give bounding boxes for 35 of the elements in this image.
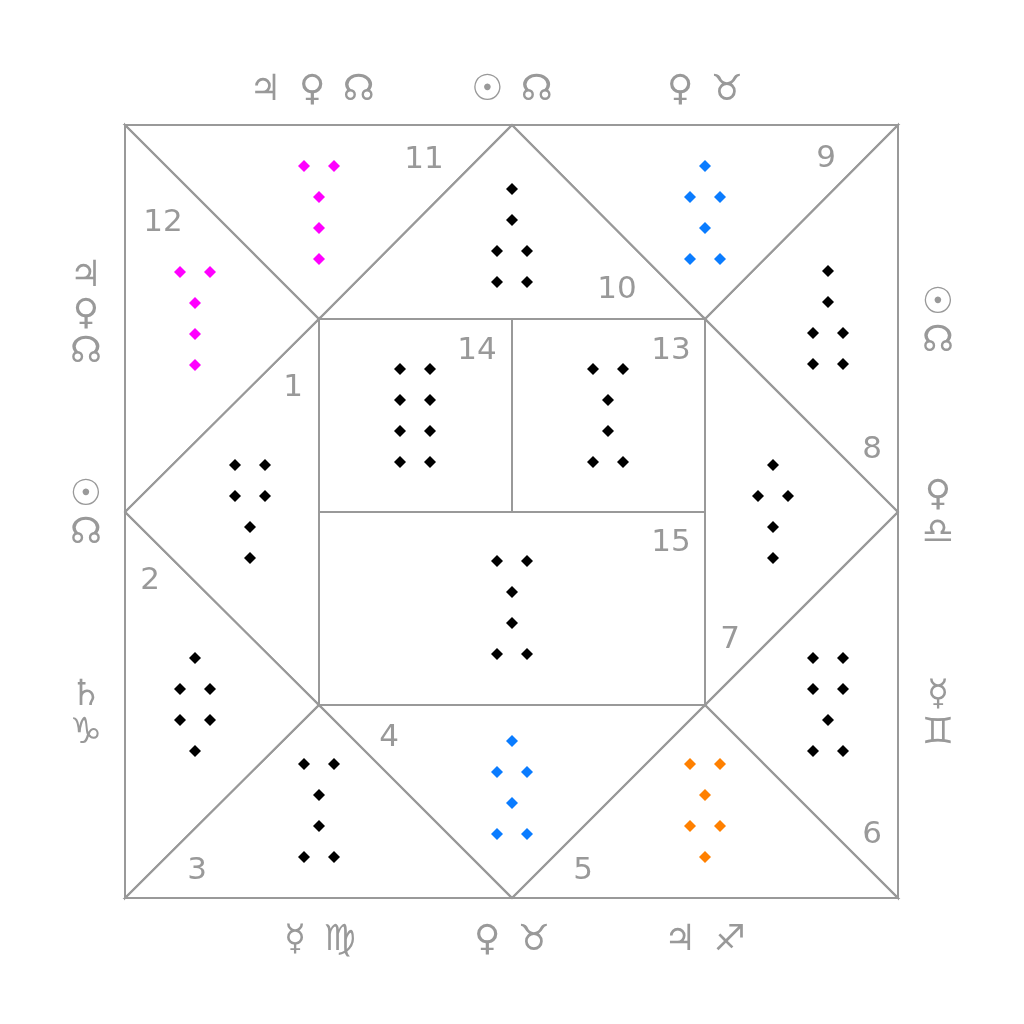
astrological-symbols: ♃ ♀ ☊: [68, 255, 104, 369]
house-number: 4: [379, 719, 399, 751]
astrological-symbols: ♀ ♎: [920, 474, 956, 550]
astrological-symbols: ☉ ☊: [68, 474, 104, 550]
astrological-symbols: ♀ ♉: [473, 919, 551, 957]
house-number: 11: [404, 141, 444, 173]
astrological-symbols: ☉ ☊: [471, 69, 553, 107]
house-number: 9: [816, 140, 836, 172]
house-number: 14: [457, 332, 497, 364]
house-number: 10: [597, 271, 637, 303]
house-number: 2: [140, 562, 160, 594]
astrological-symbols: ♀ ♉: [666, 69, 744, 107]
house-number: 7: [720, 621, 740, 653]
astrological-symbols: ♃ ♐: [664, 919, 746, 957]
astrological-symbols: ☿ ♍: [284, 919, 356, 957]
house-triangle: [705, 512, 898, 898]
astrological-symbols: ♄ ♑: [68, 674, 104, 750]
house-number: 15: [651, 524, 691, 556]
astrological-symbols: ♃ ♀ ☊: [249, 69, 375, 107]
house-triangle: [125, 125, 512, 319]
house-number: 5: [573, 852, 593, 884]
house-number: 1: [283, 369, 303, 401]
house-number: 3: [187, 852, 207, 884]
house-triangle: [705, 125, 898, 512]
house-triangle: [512, 125, 898, 319]
astrological-symbols: ☿ ♊: [920, 674, 956, 750]
house-number: 8: [862, 431, 882, 463]
house-triangle: [125, 705, 512, 898]
astrological-symbols: ☉ ☊: [920, 282, 956, 358]
house-triangle: [125, 512, 319, 898]
house-number: 6: [862, 816, 882, 848]
house-triangle: [512, 705, 898, 898]
house-number: 13: [651, 332, 691, 364]
house-number: 12: [143, 204, 183, 236]
house-triangle: [125, 125, 319, 512]
